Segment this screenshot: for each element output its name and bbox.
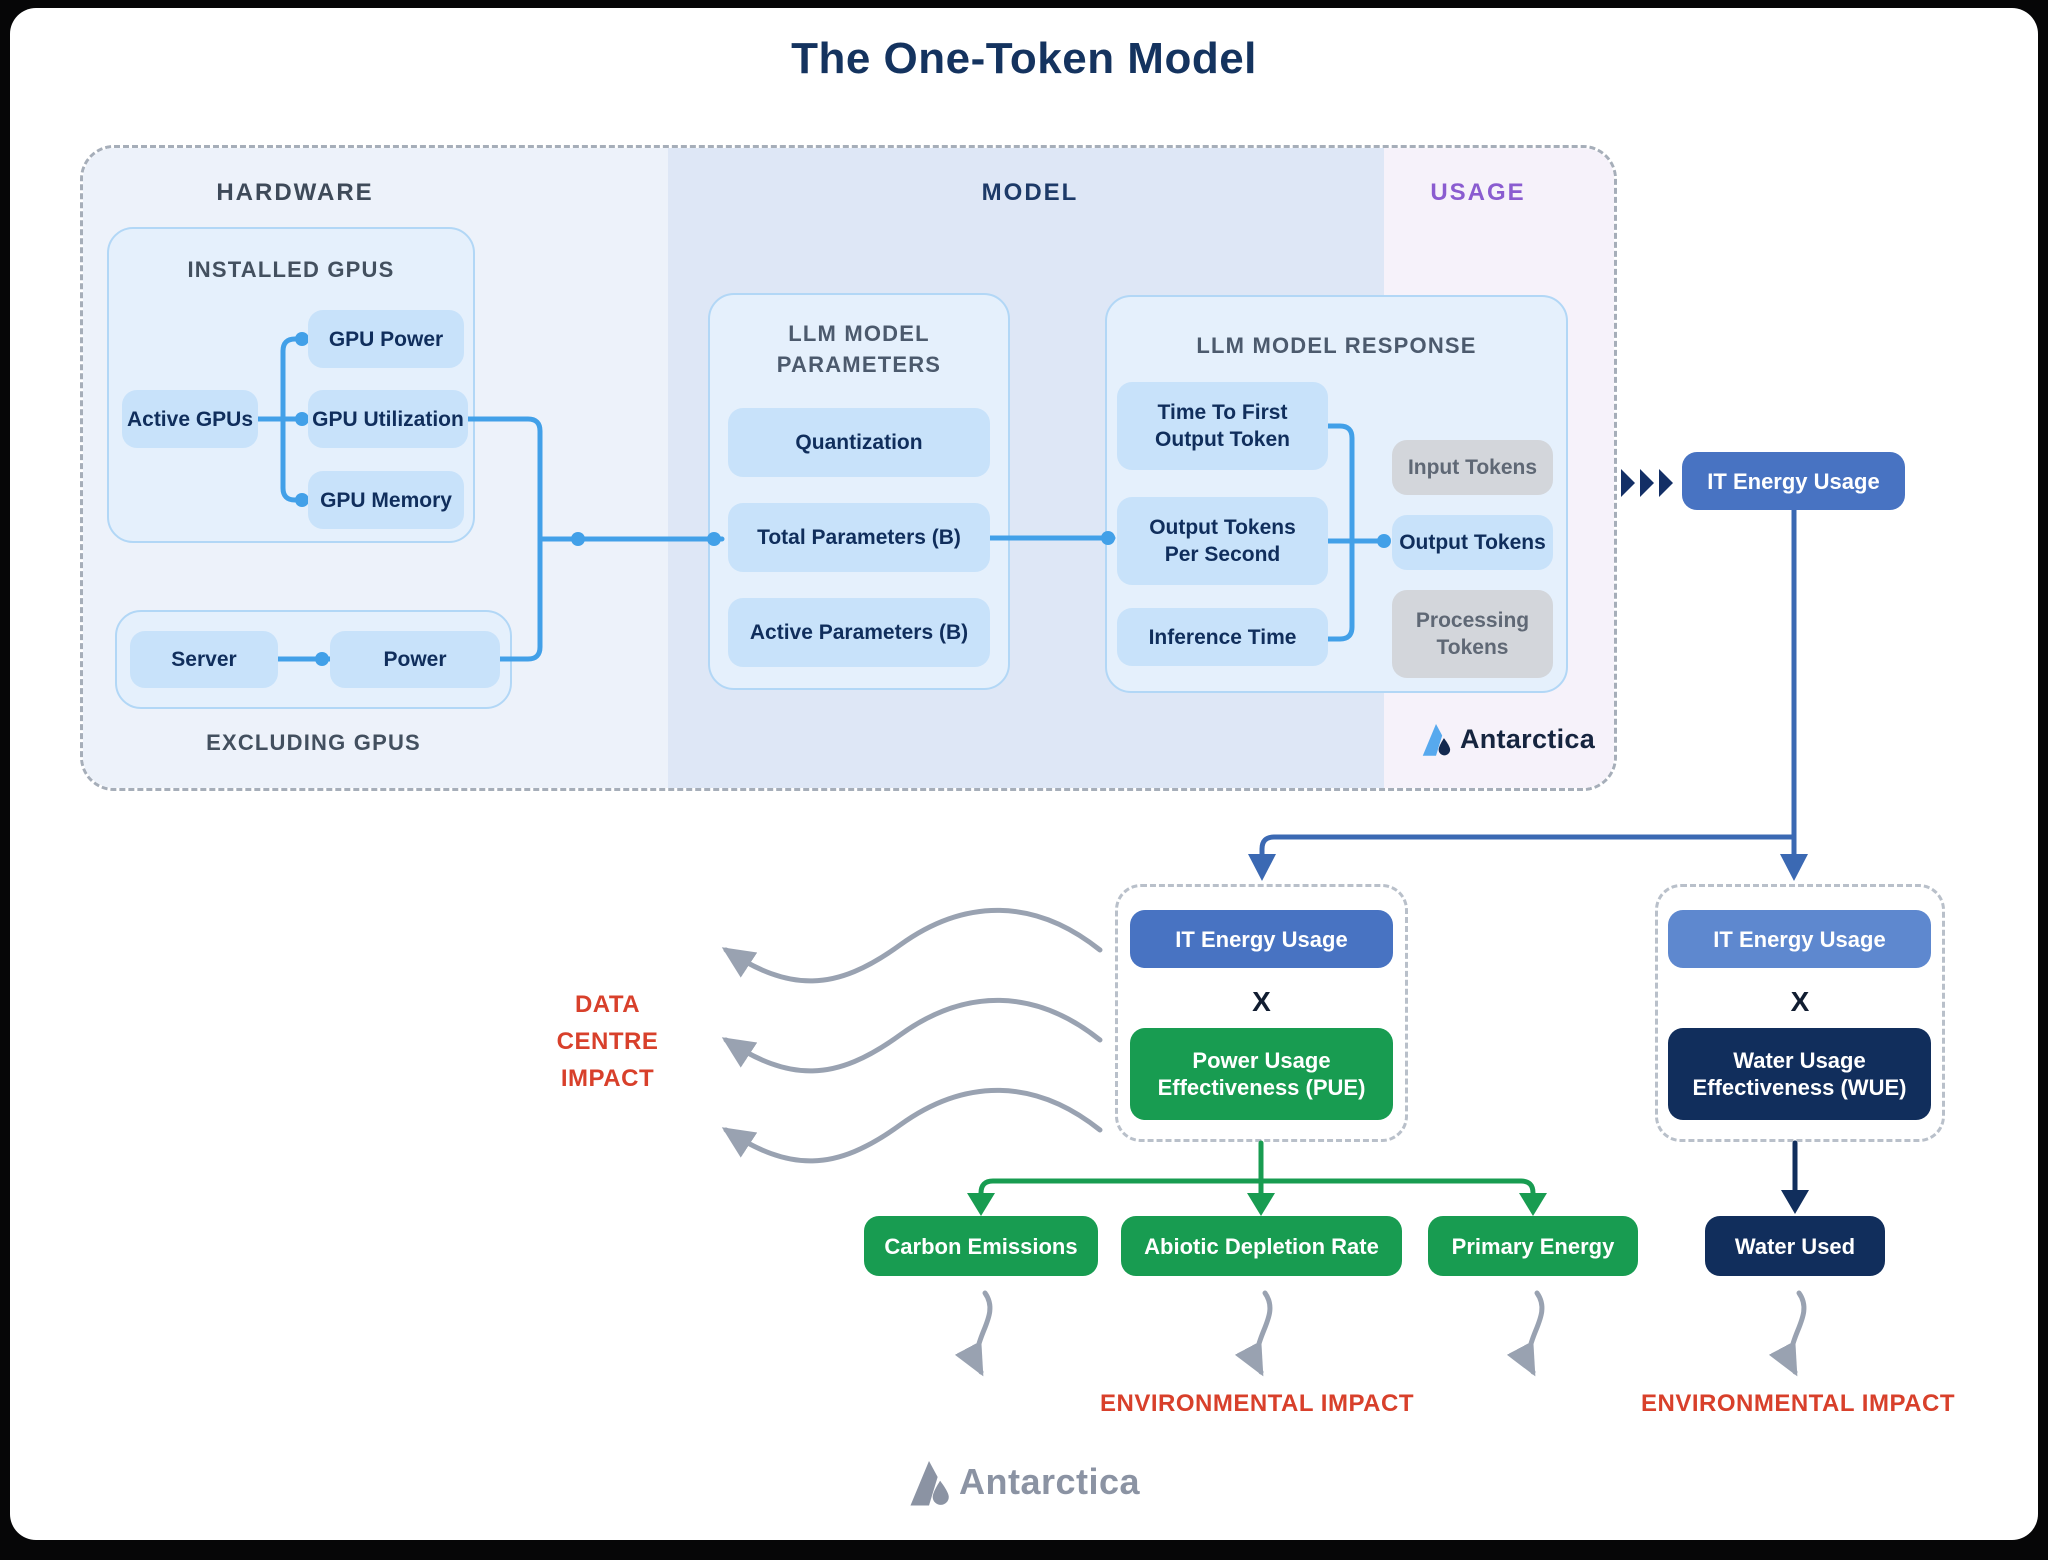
usage-brand: Antarctica — [1408, 718, 1608, 760]
output-tokens-node: Output Tokens — [1392, 515, 1553, 570]
usage-section-label: USAGE — [1430, 179, 1526, 206]
installed-gpus-title: INSTALLED GPUS — [187, 257, 395, 282]
antarctica-logo-icon — [1422, 724, 1451, 756]
wue-group — [1655, 884, 1945, 1142]
environmental-impact-label-left: ENVIRONMENTAL IMPACT — [1100, 1390, 1414, 1417]
abiotic-depletion-rate-node: Abiotic Depletion Rate — [1121, 1216, 1402, 1276]
model-section-label: MODEL — [981, 179, 1079, 206]
primary-energy-node: Primary Energy — [1428, 1216, 1638, 1276]
usage-brand-name: Antarctica — [1459, 723, 1596, 754]
server-node: Server — [130, 631, 278, 688]
hardware-section-label: HARDWARE — [216, 179, 374, 206]
total-parameters-node: Total Parameters (B) — [728, 503, 990, 572]
gpu-utilization-node: GPU Utilization — [308, 390, 468, 448]
data-centre-impact-label: DATA CENTRE IMPACT — [556, 991, 659, 1092]
input-tokens-node: Input Tokens — [1392, 440, 1553, 495]
active-gpus-node: Active GPUs — [122, 390, 258, 448]
inference-time-node: Inference Time — [1117, 608, 1328, 666]
time-to-first-token-node: Time To First Output Token — [1117, 382, 1328, 470]
pue-node: Power Usage Effectiveness (PUE) — [1130, 1028, 1393, 1120]
wue-node: Water Usage Effectiveness (WUE) — [1668, 1028, 1931, 1120]
antarctica-logo-gray-icon — [910, 1461, 949, 1506]
quantization-node: Quantization — [728, 408, 990, 477]
excluding-gpus-title: EXCLUDING GPUS — [206, 730, 421, 755]
gpu-memory-node: GPU Memory — [308, 471, 464, 529]
carbon-emissions-node: Carbon Emissions — [864, 1216, 1098, 1276]
multiply-symbol-pue: X — [1252, 986, 1271, 1017]
footer-brand-name: Antarctica — [958, 1461, 1141, 1502]
environmental-impact-label-right: ENVIRONMENTAL IMPACT — [1641, 1390, 1955, 1417]
active-parameters-node: Active Parameters (B) — [728, 598, 990, 667]
output-tokens-per-second-node: Output Tokens Per Second — [1117, 497, 1328, 585]
processing-tokens-node: Processing Tokens — [1392, 590, 1553, 678]
it-energy-usage-node-pue: IT Energy Usage — [1130, 910, 1393, 968]
multiply-symbol-wue: X — [1790, 986, 1810, 1017]
it-energy-usage-node-wue: IT Energy Usage — [1668, 910, 1931, 968]
it-energy-usage-node-top: IT Energy Usage — [1682, 452, 1905, 510]
power-node: Power — [330, 631, 500, 688]
water-used-node: Water Used — [1705, 1216, 1885, 1276]
llm-response-title: LLM MODEL RESPONSE — [1196, 333, 1477, 358]
triple-chevron-icon — [1621, 469, 1673, 497]
page-title: The One-Token Model — [791, 34, 1257, 83]
gpu-power-node: GPU Power — [308, 310, 464, 368]
llm-parameters-title: LLM MODEL PARAMETERS — [776, 321, 942, 377]
footer-brand: Antarctica — [0, 1452, 2048, 1512]
